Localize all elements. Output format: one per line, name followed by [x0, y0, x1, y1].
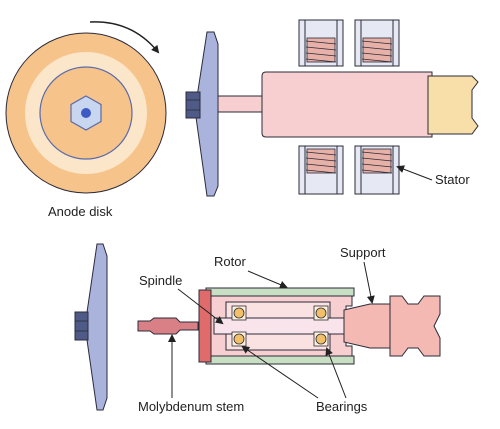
support-leader — [363, 261, 375, 304]
spindle-leader — [177, 288, 224, 325]
rotor-end-cap — [198, 289, 212, 363]
anode-disk-front-view — [5, 32, 167, 194]
rotor-label: Rotor — [214, 254, 246, 269]
anode-disk-label: Anode disk — [48, 204, 113, 219]
anode-side-view-bottom — [74, 243, 108, 411]
stator-bottom-right — [354, 145, 400, 195]
rotor-assembly — [198, 287, 355, 365]
stator-bottom-left — [298, 145, 344, 195]
bearing-ball-tl — [231, 305, 247, 321]
anode-face — [194, 31, 219, 197]
stator-leader — [396, 165, 433, 181]
support-label: Support — [340, 245, 386, 260]
base-connector — [427, 75, 479, 135]
stator-top-right — [354, 19, 400, 67]
rotor-leader — [247, 270, 288, 289]
bearing-ball-bl — [231, 331, 247, 347]
rotor-body — [261, 71, 433, 138]
bearings-label: Bearings — [316, 399, 368, 414]
anode-nut-bottom — [74, 311, 89, 341]
bearings-leader-right — [325, 347, 347, 399]
rotation-arrow-icon — [89, 21, 160, 54]
anode-side-view — [185, 31, 479, 197]
bearings-leader-left — [241, 345, 319, 399]
molybdenum-stem — [137, 317, 199, 335]
anode-shaft — [217, 95, 269, 113]
spindle-label: Spindle — [139, 273, 182, 288]
rotor-sleeve-top — [205, 287, 355, 297]
stator-label: Stator — [435, 172, 470, 187]
hub-center-dot — [81, 108, 91, 118]
bearing-ball-br — [313, 331, 329, 347]
support — [343, 295, 441, 357]
anode-nut — [185, 91, 201, 119]
bearing-ball-tr — [313, 305, 329, 321]
stator-top-left — [298, 19, 344, 67]
molybdenum-stem-label: Molybdenum stem — [138, 399, 244, 414]
